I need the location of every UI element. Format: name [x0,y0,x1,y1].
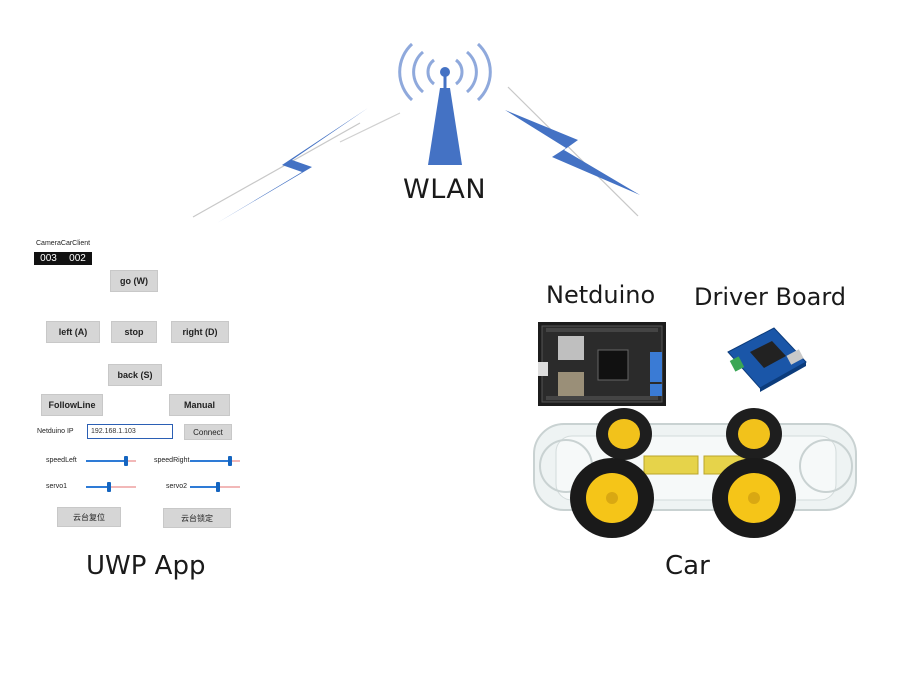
counter-right: 002 [69,253,86,264]
servo1-slider[interactable] [86,482,136,492]
speedright-slider[interactable] [190,456,240,466]
speedleft-label: speedLeft [46,457,77,464]
uwp-app-label: UWP App [86,551,206,581]
gimbal-reset-button[interactable]: 云台复位 [57,507,121,527]
radio-waves-icon [398,42,492,102]
stop-button[interactable]: stop [111,321,157,343]
left-lightning-bolt-icon [217,108,368,223]
servo2-label: servo2 [166,483,188,490]
manual-button[interactable]: Manual [169,394,230,416]
right-button[interactable]: right (D) [171,321,229,343]
frame-counter: 003 002 [34,252,92,265]
speedright-label: speedRight [154,457,190,464]
slider-thumb[interactable] [107,482,111,492]
left-button[interactable]: left (A) [46,321,100,343]
driver-board-image [727,327,807,392]
netduino-board-image [538,322,666,406]
netduino-label: Netduino [546,281,656,309]
ip-label: Netduino IP [37,428,74,435]
right-lightning-bolt-icon [505,110,640,195]
servo2-slider[interactable] [190,482,240,492]
speedleft-slider[interactable] [86,456,136,466]
slider-thumb[interactable] [124,456,128,466]
wlan-label: WLAN [403,174,487,205]
app-window-title: CameraCarClient [36,240,91,247]
antenna-tower-icon [428,88,462,165]
connect-button[interactable]: Connect [184,424,232,440]
driver-board-label: Driver Board [694,283,847,311]
left-link-line [192,122,361,218]
car-label: Car [665,551,710,581]
antenna-head [440,67,450,77]
left-link-line-2 [339,112,401,143]
ip-input[interactable]: 192.168.1.103 [87,424,173,439]
gimbal-lock-button[interactable]: 云台锁定 [163,508,231,528]
car-chassis-image [533,408,857,538]
servo1-label: servo1 [46,483,68,490]
back-button[interactable]: back (S) [108,364,162,386]
right-link-line [507,86,639,217]
followline-button[interactable]: FollowLine [41,394,103,416]
go-button[interactable]: go (W) [110,270,158,292]
counter-left: 003 [40,253,57,264]
slider-thumb[interactable] [216,482,220,492]
wlan-diagram [192,42,640,223]
slider-thumb[interactable] [228,456,232,466]
